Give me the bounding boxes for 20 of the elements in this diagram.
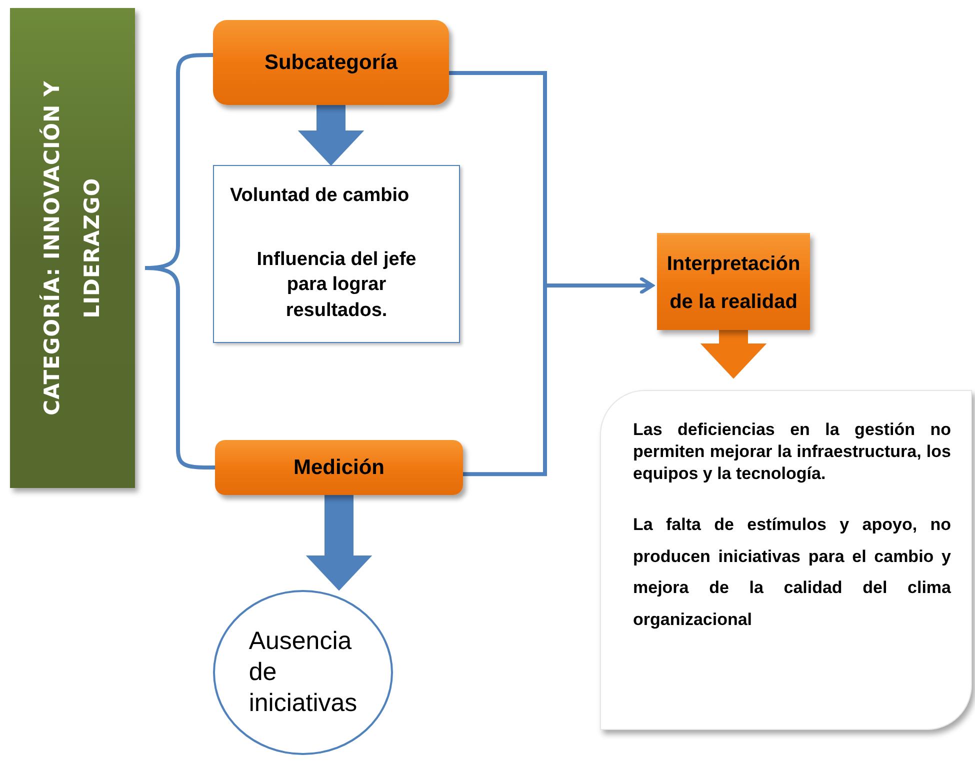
box-title: Interpretación de la realidad	[666, 252, 802, 314]
callout-card	[600, 390, 972, 730]
category-bar	[10, 8, 135, 488]
callout-text: La falta de estímulos y apoyo, no producen iniciativas para el cambio y mejora de la calidad del clima organizacional	[633, 514, 951, 631]
process-box	[657, 233, 810, 330]
box-title: Subcategoría	[264, 50, 398, 76]
category-title: CATEGORÍA: INNOVACIÓN Y LIDERAZGO	[38, 80, 104, 418]
block-arrow	[700, 330, 767, 379]
brace-line	[144, 266, 215, 470]
box-text: Influencia del jefe para lograr resultados.	[256, 248, 418, 323]
process-box	[215, 440, 463, 495]
box-heading: Voluntad de cambio	[230, 184, 410, 208]
connector-arrow	[463, 277, 654, 476]
block-arrow	[306, 494, 372, 591]
ellipse-text: Ausencia de iniciativas	[248, 626, 358, 720]
process-box	[213, 165, 460, 343]
block-arrow	[298, 104, 364, 166]
process-box	[213, 20, 449, 105]
box-title: Medición	[293, 454, 384, 481]
callout-text: Las deficiencias en la gestión no permiten mejorar la infraestructura, los equipos y la tecnología.	[633, 419, 951, 486]
